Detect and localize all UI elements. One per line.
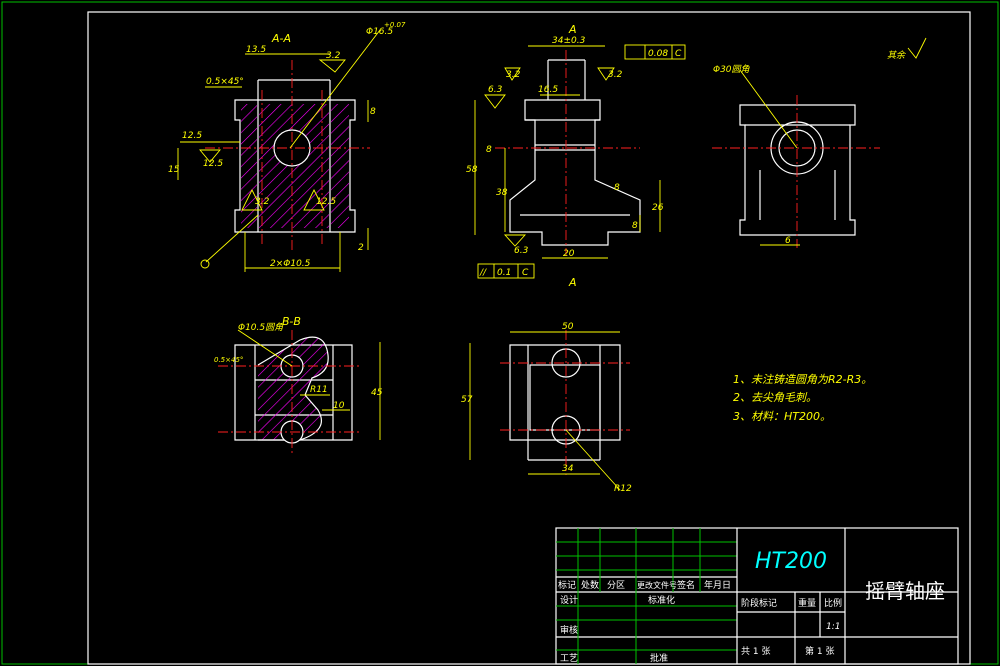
front-dim-11: 8 xyxy=(632,221,638,231)
design-label: 设计 xyxy=(560,594,578,606)
bb-dim-2: 0.5×45° xyxy=(214,356,243,364)
aa-dim-1: 13.5 xyxy=(246,45,266,55)
front-dim-9: 8 xyxy=(614,183,620,193)
aa-dim-5: 12.5 xyxy=(182,131,202,141)
process-label: 工艺 xyxy=(560,653,578,664)
section-bb-label: B-B xyxy=(282,315,301,328)
title-block: HT200 摇臂轴座 标记 处数 分区 更改文件号 签名 年月日 设计 标准化 … xyxy=(555,527,959,665)
header-count: 处数 xyxy=(581,579,599,591)
title-material: HT200 xyxy=(755,549,827,574)
front-tol-bottom-datum: C xyxy=(522,268,529,278)
aa-dim-9: 12.5 xyxy=(316,197,336,207)
approve-label: 批准 xyxy=(650,652,668,664)
total-sheets: 共 1 张 xyxy=(741,646,770,657)
front-section-mark-1: A xyxy=(568,23,577,36)
aa-dim-8: 3.2 xyxy=(255,197,270,207)
front-section-mark-2: A xyxy=(568,276,577,289)
front-dim-8: 38 xyxy=(496,188,508,198)
aa-dim-6: 12.5 xyxy=(203,159,223,169)
bottom-dim-2: 57 xyxy=(461,395,473,405)
aa-dim-3: Φ16.5 xyxy=(366,27,393,37)
header-date: 年月日 xyxy=(704,579,731,591)
front-tol-top-value: 0.08 xyxy=(648,49,668,59)
front-dim-6: 58 xyxy=(466,165,478,175)
inner-border xyxy=(87,11,971,665)
technical-notes: 1、未注铸造圆角为R2-R3。 2、去尖角毛刺。 3、材料：HT200。 xyxy=(733,373,872,423)
stage-mark-label: 阶段标记 xyxy=(741,597,777,609)
standardize-label: 标准化 xyxy=(648,594,675,606)
note-3: 3、材料：HT200。 xyxy=(733,410,831,423)
bb-dim-4: 10 xyxy=(333,401,345,411)
note-2: 2、去尖角毛刺。 xyxy=(733,391,817,404)
front-dim-3: 6.3 xyxy=(488,85,503,95)
front-dim-7: 8 xyxy=(486,145,492,155)
front-tol-bottom-value: 0.1 xyxy=(497,268,511,278)
aa-dim-7: 15 xyxy=(168,165,180,175)
aa-dim-10: 8 xyxy=(370,107,376,117)
aa-dim-2: 0.5×45° xyxy=(206,77,244,87)
front-view: 34±0.3 A 16.5 6.3 3.2 3.2 0.08 C 58 8 38… xyxy=(466,23,686,289)
bottom-dim-4: R12 xyxy=(614,484,632,494)
bottom-dim-1: 50 xyxy=(562,322,574,332)
bottom-dim-3: 34 xyxy=(562,464,574,474)
bb-dim-1: Φ10.5圆角 xyxy=(238,322,284,333)
aa-dim-12: 2×Φ10.5 xyxy=(270,259,311,269)
side-dim-1: Φ30圆角 xyxy=(713,64,751,75)
aa-tolerance: +0.07 xyxy=(384,21,406,29)
note-1: 1、未注铸造圆角为R2-R3。 xyxy=(733,373,872,386)
front-dim-2: 16.5 xyxy=(538,85,558,95)
bb-dim-3: R11 xyxy=(310,385,328,395)
section-bb-view: B-B Φ10.5圆角 0.5×45° R11 10 45 xyxy=(214,315,383,455)
header-change-doc: 更改文件号 xyxy=(637,580,677,590)
header-mark: 标记 xyxy=(558,579,576,591)
front-dim-1: 34±0.3 xyxy=(552,36,586,46)
aa-dim-4: 3.2 xyxy=(326,51,341,61)
review-label: 审核 xyxy=(560,624,578,636)
side-view: Φ30圆角 6 其余 xyxy=(712,37,927,248)
front-dim-4: 3.2 xyxy=(506,70,521,80)
front-dim-12: 6.3 xyxy=(514,246,529,256)
weight-label: 重量 xyxy=(798,597,816,609)
front-tol-bottom-symbol: // xyxy=(479,268,487,278)
section-aa-label: A-A xyxy=(271,32,291,45)
side-dim-2: 6 xyxy=(785,236,791,246)
header-zone: 分区 xyxy=(607,580,625,591)
title-part-name: 摇臂轴座 xyxy=(865,579,945,603)
header-sign: 签名 xyxy=(677,579,695,591)
section-aa-view: A-A 13.5 0.5×45° Φ16.5 +0.07 3.2 12.5 12… xyxy=(168,21,406,272)
front-dim-13: 20 xyxy=(563,249,575,259)
bb-dim-5: 45 xyxy=(371,388,383,398)
front-dim-5: 3.2 xyxy=(608,70,623,80)
front-dim-10: 26 xyxy=(652,203,664,213)
sheet-number: 第 1 张 xyxy=(805,645,834,657)
scale-value: 1:1 xyxy=(826,622,840,632)
scale-label: 比例 xyxy=(824,597,842,609)
aa-dim-11: 2 xyxy=(358,243,364,253)
side-roughness-label: 其余 xyxy=(887,50,906,61)
bottom-view: 50 57 34 R12 xyxy=(461,322,632,494)
front-tol-top-datum: C xyxy=(675,49,682,59)
